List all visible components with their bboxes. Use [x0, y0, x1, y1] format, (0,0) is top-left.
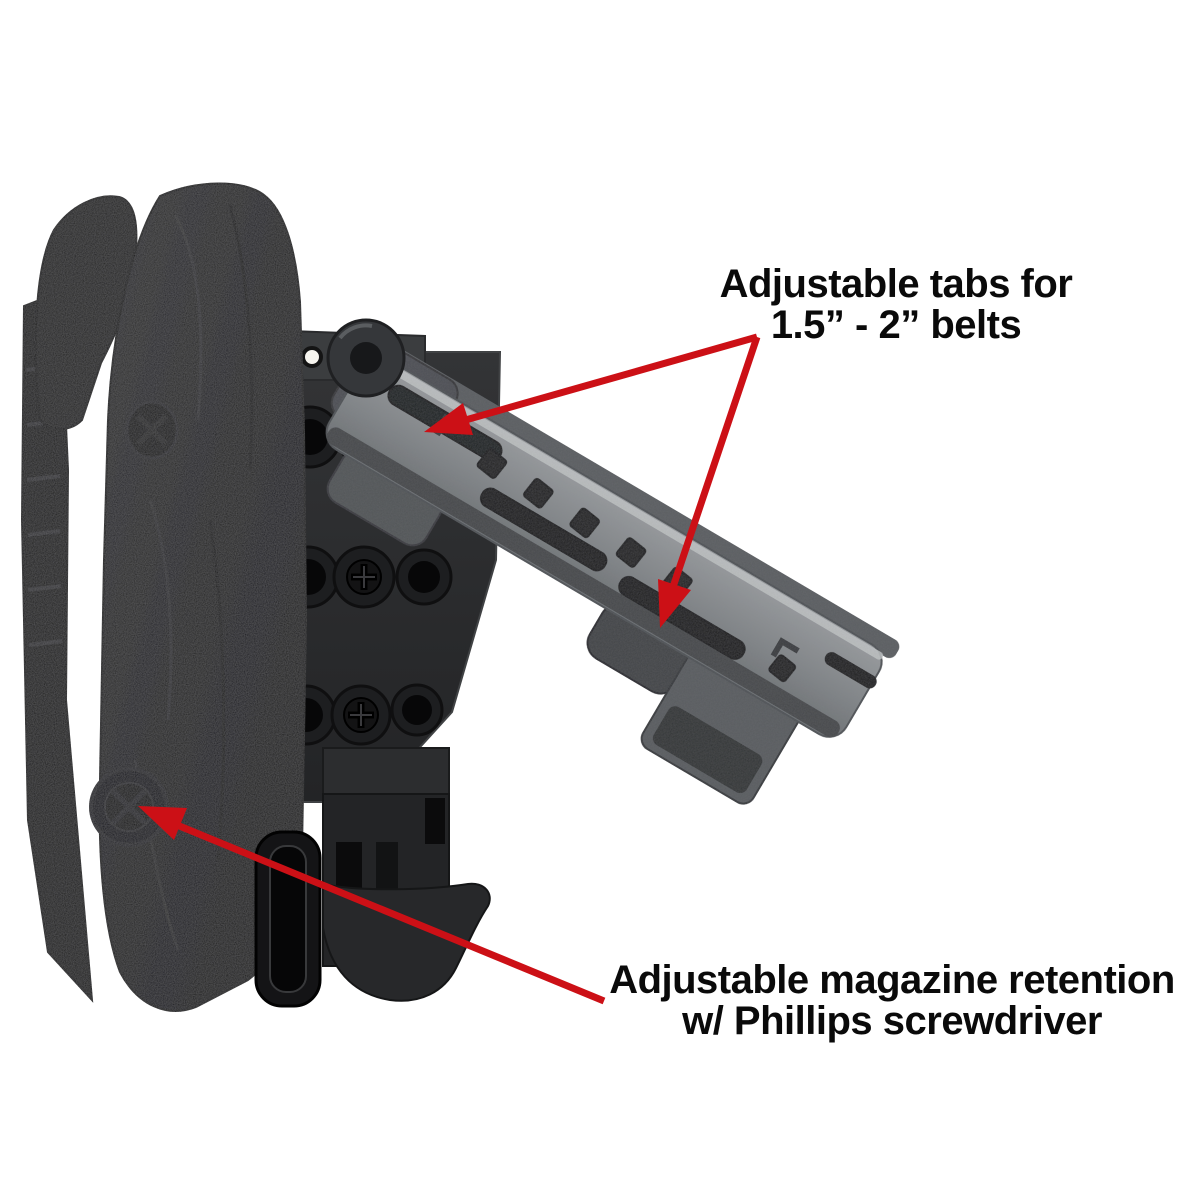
shell-ribs: [25, 364, 63, 647]
callout-retention-line2: w/ Phillips screwdriver: [682, 999, 1102, 1043]
arrow-belt-tab-lower: [658, 335, 761, 628]
arm-emboss-mark-2: [770, 637, 800, 658]
thumb-tab: [34, 195, 138, 430]
arrow-line: [668, 335, 761, 592]
phillips-screw: [346, 559, 382, 595]
pin-hole: [301, 346, 323, 368]
arrow-line: [175, 821, 606, 1005]
arrow-head: [658, 579, 691, 628]
arrow-head: [424, 403, 473, 435]
callout-belt-tabs-line2: 1.5” - 2” belts: [770, 303, 1022, 347]
arm-strap: [325, 356, 883, 738]
foot-ledge: [322, 747, 450, 797]
callout-retention-line1: Adjustable magazine retention: [609, 958, 1175, 1002]
arm-long-slot-1: [479, 487, 608, 572]
foot-slot-right: [425, 798, 445, 844]
arm-long-slot-2: [618, 575, 746, 660]
arm-top-face: [367, 336, 900, 659]
callout-belt-tabs-line1: Adjustable tabs for: [719, 262, 1073, 306]
mag-carrier-shell: [20, 182, 308, 1012]
foot-flare: [322, 882, 491, 1002]
shell-top-screw: [125, 400, 179, 460]
belt-clip-arm: [325, 336, 900, 805]
arm-strap-underside: [326, 427, 840, 738]
arm-strap-highlight: [371, 355, 884, 660]
retention-rail-bore: [269, 845, 307, 993]
arrow-head: [138, 806, 187, 840]
clip-end-hook-face: [652, 706, 763, 794]
phillips-screw: [343, 697, 379, 733]
retention-foot: [254, 747, 491, 1008]
callout-arrows: [138, 333, 761, 1005]
hinge-knuckle: [326, 318, 406, 398]
arrow-line: [461, 333, 758, 425]
arrow-retention-screw: [138, 806, 606, 1005]
arm-end-slot: [824, 652, 877, 689]
arrow-belt-tab-upper: [424, 333, 758, 435]
retention-screw: [89, 767, 169, 847]
callout-belt-tabs: Adjustable tabs for 1.5” - 2” belts: [596, 264, 1196, 346]
callout-retention: Adjustable magazine retention w/ Phillip…: [592, 960, 1192, 1042]
